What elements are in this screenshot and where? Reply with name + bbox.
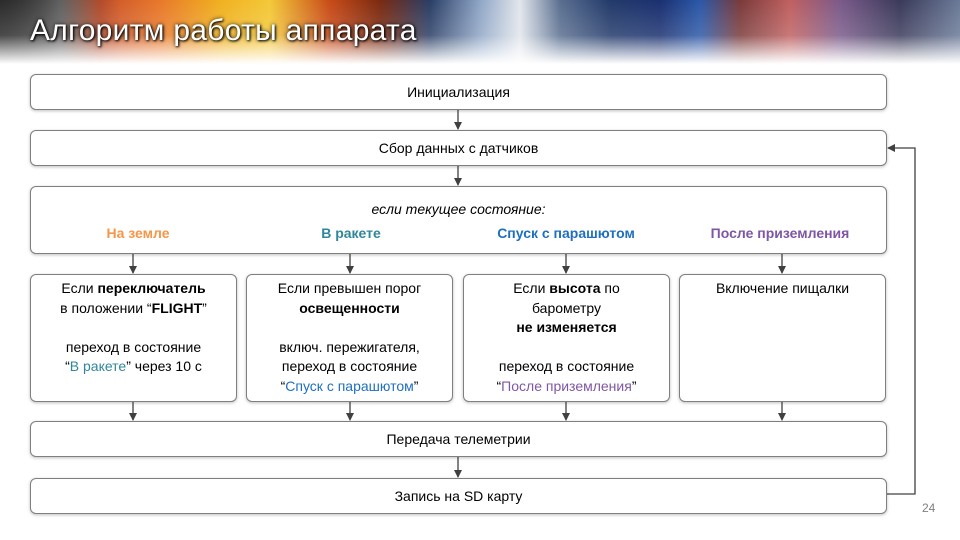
descent-keyword: высота xyxy=(549,280,601,296)
ground-action-box: Если переключатель в положении “FLIGHT” … xyxy=(30,274,237,402)
condition-label: если текущее состояние: xyxy=(371,201,546,217)
state-landed: После приземления xyxy=(710,225,850,241)
descent-quote: ” xyxy=(631,377,637,394)
rocket-quote: ” xyxy=(413,377,419,394)
init-label: Инициализация xyxy=(407,84,510,100)
ground-target-state: В ракете xyxy=(69,358,127,374)
state-parachute: Спуск с парашютом xyxy=(497,225,635,241)
descent-text: Если xyxy=(513,280,550,296)
state-in-rocket: В ракете xyxy=(321,225,381,241)
descent-text: по xyxy=(600,280,620,296)
rocket-transition: переход в состояние xyxy=(281,358,418,374)
descent-text: барометру xyxy=(531,299,602,316)
rocket-keyword: освещенности xyxy=(299,299,400,316)
ground-text: в положении “ xyxy=(60,299,152,316)
descent-keyword: не изменяется xyxy=(516,319,617,335)
rocket-action: включ. пережигателя, xyxy=(279,338,420,355)
ground-flight: FLIGHT xyxy=(151,299,203,316)
state-on-ground: На земле xyxy=(106,225,170,241)
collect-label: Сбор данных с датчиков xyxy=(378,140,539,156)
descent-quote: “ xyxy=(496,377,502,394)
rocket-quote: “ xyxy=(280,377,286,394)
collect-box: Сбор данных с датчиков xyxy=(30,130,887,166)
sd-label: Запись на SD карту xyxy=(394,488,523,504)
landed-action: Включение пищалки xyxy=(715,280,850,296)
telemetry-label: Передача телеметрии xyxy=(386,431,531,447)
slide-title: Алгоритм работы аппарата xyxy=(30,14,417,47)
descent-target-state: После приземления xyxy=(501,377,632,394)
ground-delay: через 10 с xyxy=(130,358,202,374)
ground-quote: ” xyxy=(126,358,131,374)
telemetry-box: Передача телеметрии xyxy=(30,421,887,457)
ground-keyword: переключатель xyxy=(97,280,206,296)
descent-action-box: Если высота по барометру не изменяется п… xyxy=(463,274,670,402)
loop-arrow-sd-to-collect xyxy=(887,144,916,495)
sd-box: Запись на SD карту xyxy=(30,478,887,514)
ground-transition: переход в состояние xyxy=(65,338,202,355)
state-condition-box: если текущее состояние: На земле В ракет… xyxy=(30,186,887,254)
landed-action-box: Включение пищалки xyxy=(679,274,886,402)
banner-fade xyxy=(0,0,960,64)
descent-transition: переход в состояние xyxy=(498,358,635,374)
ground-quote: ” xyxy=(202,299,207,316)
ground-text: Если xyxy=(61,280,98,296)
rocket-text: Если превышен порог xyxy=(277,280,422,296)
init-box: Инициализация xyxy=(30,74,887,110)
title-banner: Алгоритм работы аппарата xyxy=(0,0,960,64)
rocket-action-box: Если превышен порог освещенности включ. … xyxy=(246,274,453,402)
ground-quote: “ xyxy=(65,358,70,374)
page-number: 24 xyxy=(922,501,936,515)
rocket-target-state: Спуск с парашютом xyxy=(285,377,414,394)
